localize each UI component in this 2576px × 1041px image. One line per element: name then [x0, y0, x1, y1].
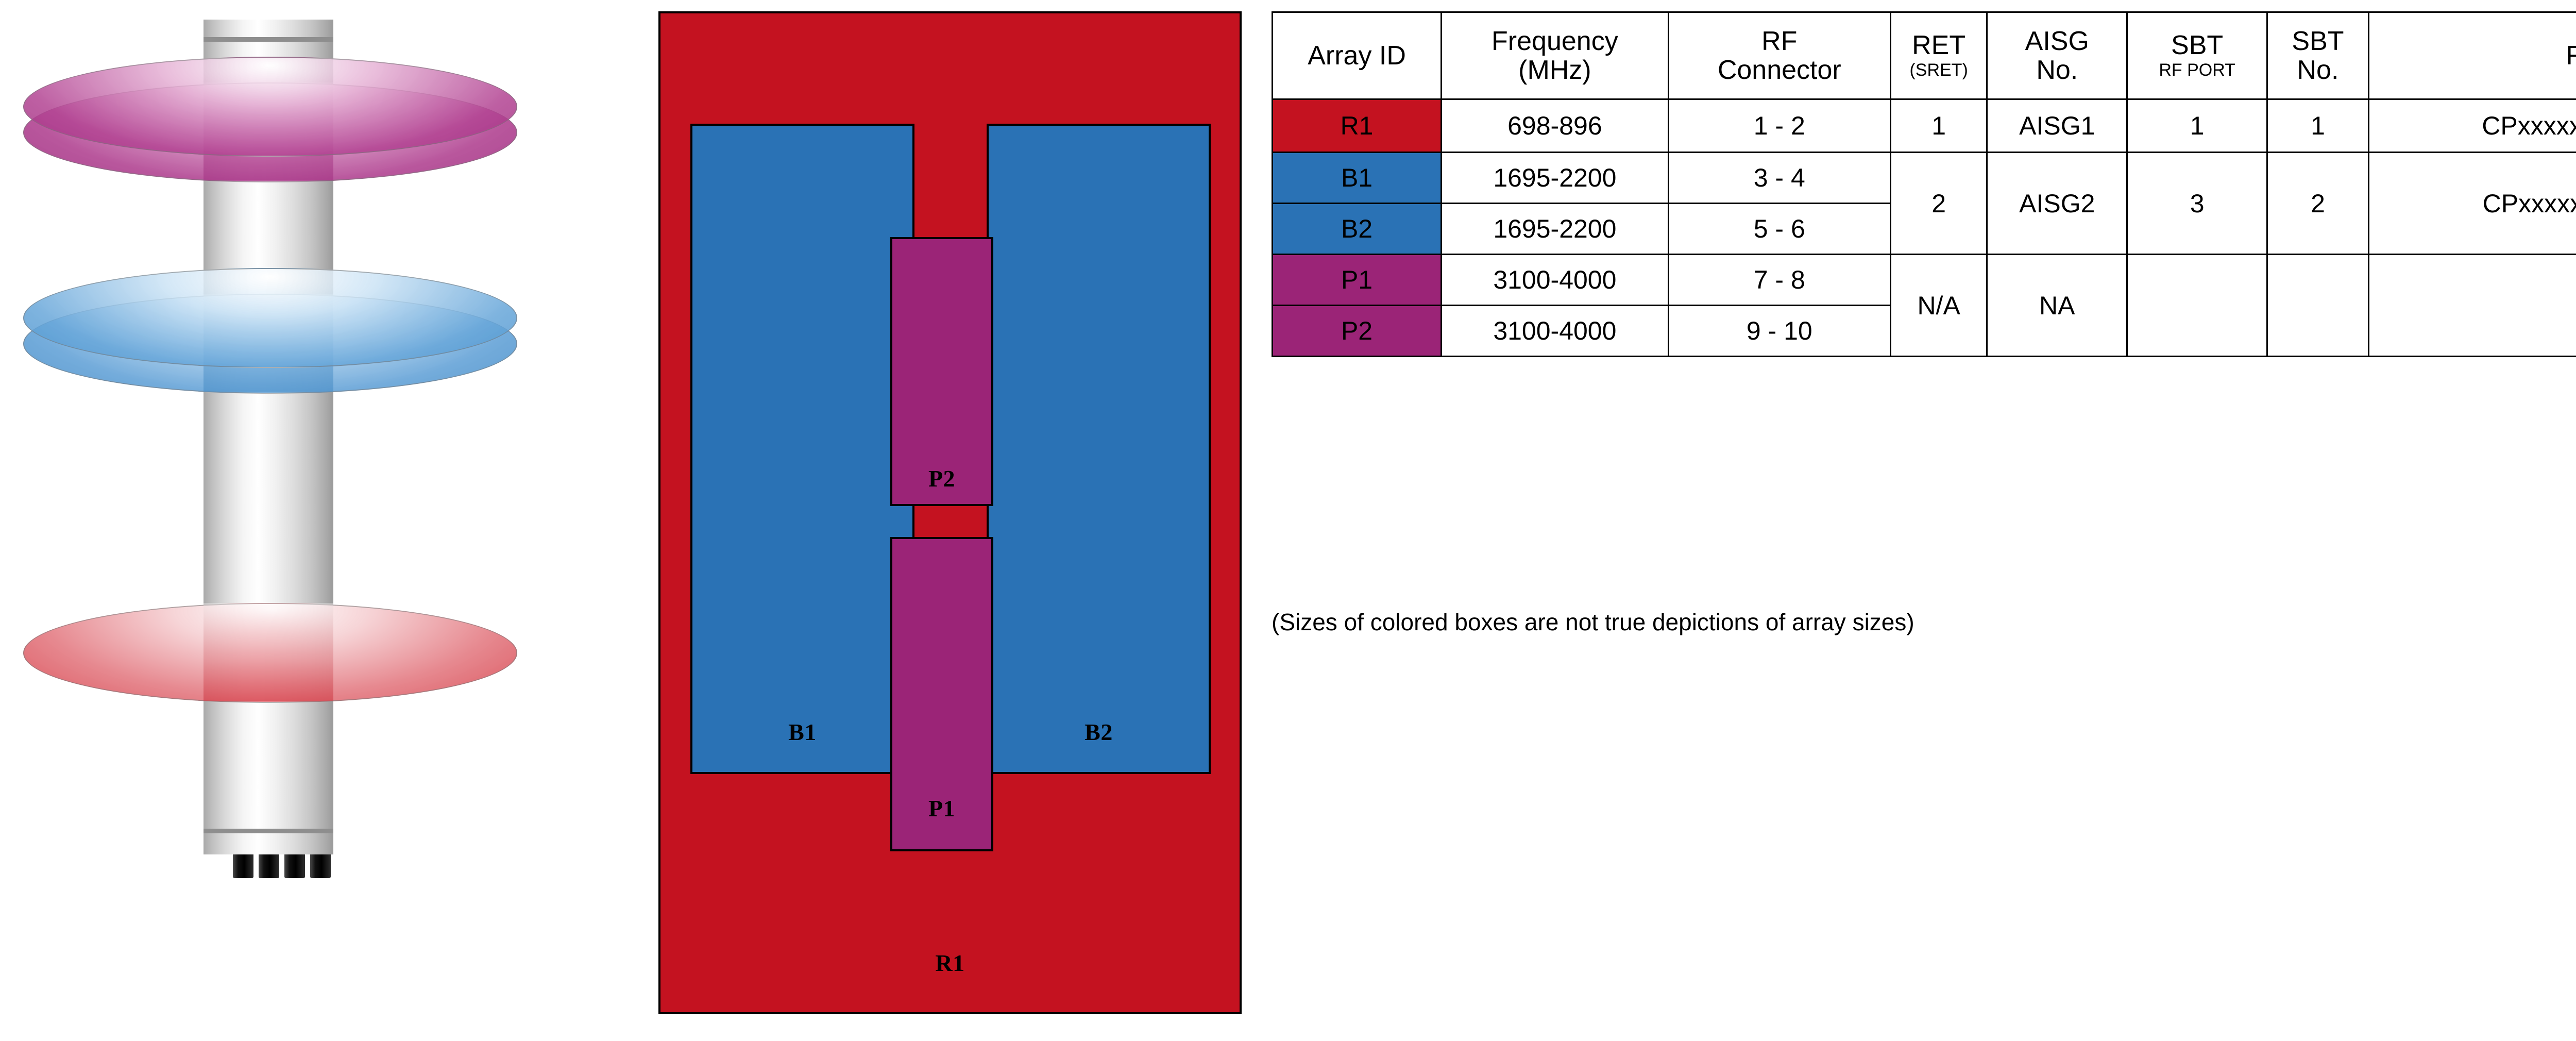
column-header-array-id: Array ID — [1271, 11, 1443, 100]
cell-rf-connector-p2: 9 - 10 — [1667, 305, 1891, 357]
column-header-rf-connector: RF Connector — [1667, 11, 1891, 100]
table-row: P2 3100-4000 9 - 10 — [1271, 305, 2576, 357]
column-header-ret-main: RET — [1912, 30, 1966, 61]
cell-rf-connector-p1: 7 - 8 — [1667, 254, 1891, 306]
antenna-port-connector-3 — [284, 854, 305, 878]
table-row: B2 1695-2200 5 - 6 — [1271, 203, 2576, 255]
array-id-chip-b2: B2 — [1271, 203, 1443, 255]
cell-ret-b-group: 2 — [1889, 152, 1988, 255]
column-header-ret-sub: (SRET) — [1909, 60, 1968, 80]
array-panel-b2 — [987, 124, 1211, 774]
column-header-frequency: Frequency (MHz) — [1440, 11, 1669, 100]
column-header-ret-uid: RET UID — [2367, 11, 2576, 100]
cell-ret-r1: 1 — [1889, 98, 1988, 153]
antenna-port-connector-2 — [259, 854, 279, 878]
array-panel-p2 — [890, 237, 993, 506]
column-header-frequency-unit: (MHz) — [1518, 55, 1591, 85]
cell-ret-p-group: N/A — [1889, 254, 1988, 357]
array-panel-p1 — [890, 537, 993, 851]
array-panel-label-p1: P1 — [928, 795, 956, 821]
column-header-aisg-no: AISG No. — [1986, 11, 2128, 100]
array-panel-b1 — [690, 124, 914, 774]
radiation-lobe-red — [23, 603, 517, 703]
array-id-chip-p2: P2 — [1271, 305, 1443, 357]
cell-frequency-p1: 3100-4000 — [1440, 254, 1669, 306]
cell-rf-connector-b1: 3 - 4 — [1667, 152, 1891, 204]
array-layout-diagram: P2 P1 B1 B2 R1 — [658, 11, 1242, 1014]
cell-rf-connector-r1: 1 - 2 — [1667, 98, 1891, 153]
table-row: P1 3100-4000 7 - 8 N/A NA N/A — [1271, 254, 2576, 357]
cell-rf-connector-b2: 5 - 6 — [1667, 203, 1891, 255]
table-row: R1 698-896 1 - 2 1 AISG1 1 1 CPxxxxxxxxx… — [1271, 98, 2576, 153]
array-configuration-table: Array ID Frequency (MHz) RF Connector RE… — [1271, 11, 2576, 357]
array-panel-label-b1: B1 — [788, 719, 817, 745]
column-header-rf-connector-main: RF — [1761, 26, 1798, 56]
cell-sbt-rf-port-r1: 1 — [2126, 98, 2268, 153]
cell-sbt-no-p-group — [2266, 254, 2369, 357]
column-header-sbt-rf-port: SBT RF PORT — [2126, 11, 2268, 100]
cell-aisg-no-r1: AISG1 — [1986, 98, 2128, 153]
antenna-port-connector-1 — [233, 854, 253, 878]
table-caption: (Sizes of colored boxes are not true dep… — [1272, 609, 1914, 635]
cell-frequency-b1: 1695-2200 — [1440, 152, 1669, 204]
radiation-lobe-magenta-upper — [23, 57, 517, 157]
cell-aisg-no-b-group: AISG2 — [1986, 152, 2128, 255]
table-row: B1 1695-2200 3 - 4 2 AISG2 3 2 CPxxxxxxx… — [1271, 152, 2576, 255]
cell-sbt-no-b-group: 2 — [2266, 152, 2369, 255]
array-id-chip-r1: R1 — [1271, 98, 1443, 153]
cell-sbt-no-r1: 1 — [2266, 98, 2369, 153]
column-header-aisg-sub: No. — [2036, 55, 2078, 85]
column-header-sbt-no: SBT No. — [2266, 11, 2369, 100]
cell-ret-uid-b-group: CPxxxxxxxxxxxxxxxxB1 — [2367, 152, 2576, 255]
cell-frequency-r1: 698-896 — [1440, 98, 1669, 153]
column-header-sbt-rf-port-main: SBT — [2171, 30, 2224, 61]
column-header-rf-connector-sub: Connector — [1717, 55, 1841, 85]
column-header-sbt-no-main: SBT — [2292, 26, 2344, 56]
cell-sbt-rf-port-b-group: 3 — [2126, 152, 2268, 255]
column-header-frequency-main: Frequency — [1492, 26, 1618, 56]
mast-band-bottom — [204, 829, 333, 833]
array-id-chip-b1: B1 — [1271, 152, 1443, 204]
cell-sbt-rf-port-p-group — [2126, 254, 2268, 357]
column-header-sbt-no-sub: No. — [2297, 55, 2339, 85]
column-header-ret: RET (SRET) — [1889, 11, 1988, 100]
column-header-aisg-main: AISG — [2025, 26, 2089, 56]
cell-frequency-p2: 3100-4000 — [1440, 305, 1669, 357]
cell-ret-uid-p-group: N/A — [2367, 254, 2576, 357]
radiation-lobe-blue-upper — [23, 268, 517, 368]
antenna-port-connector-4 — [310, 854, 331, 878]
cell-ret-uid-r1: CPxxxxxxxxxxxxxxxxR1 — [2367, 98, 2576, 153]
table-header-row: Array ID Frequency (MHz) RF Connector RE… — [1271, 11, 2576, 100]
mast-band-top — [204, 37, 333, 42]
column-header-array-id-main: Array ID — [1308, 40, 1406, 71]
array-panel-label-b2: B2 — [1084, 719, 1113, 745]
column-header-ret-uid-main: RET UID — [2566, 40, 2576, 71]
column-header-sbt-rf-port-sub: RF PORT — [2159, 60, 2235, 80]
cell-aisg-no-p-group: NA — [1986, 254, 2128, 357]
array-panel-label-p2: P2 — [928, 465, 956, 492]
antenna-illustration — [0, 0, 634, 1041]
cell-frequency-b2: 1695-2200 — [1440, 203, 1669, 255]
array-panel-label-r1: R1 — [935, 950, 965, 976]
array-id-chip-p1: P1 — [1271, 254, 1443, 306]
